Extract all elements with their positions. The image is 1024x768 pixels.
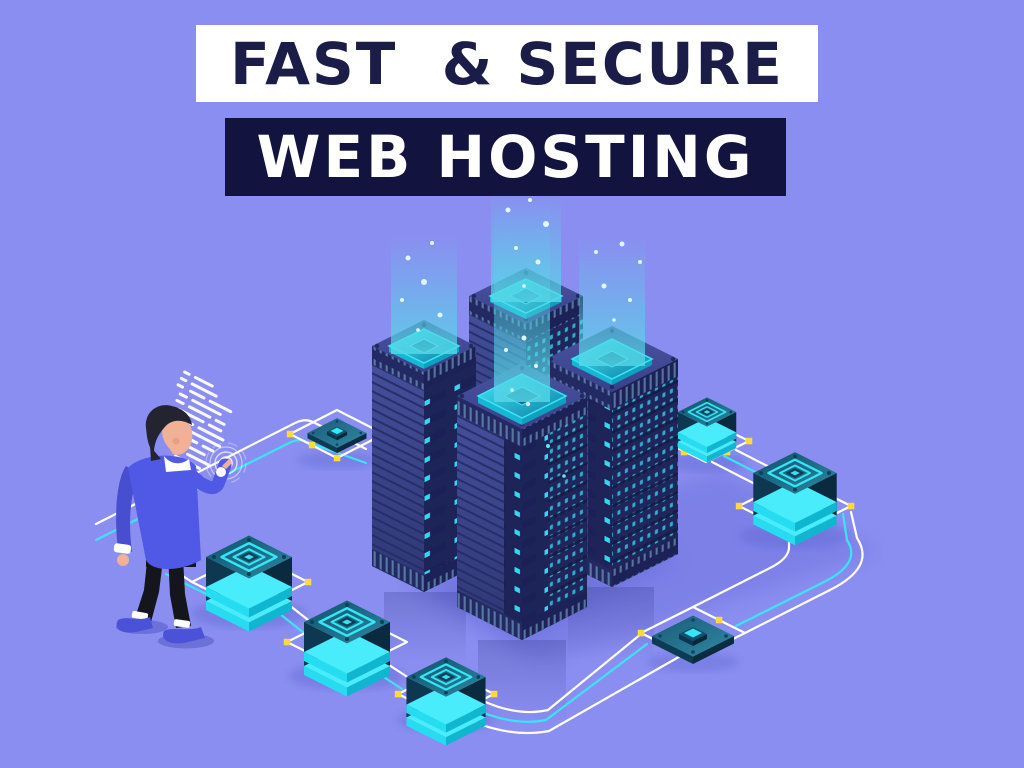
server-tower-right xyxy=(546,236,678,587)
headline-text: FAST & SECURE xyxy=(230,29,784,98)
hair xyxy=(145,405,192,453)
head xyxy=(162,414,193,455)
server-tower-back-left xyxy=(372,236,476,592)
server-tower-front xyxy=(457,202,587,640)
right-hand xyxy=(222,458,232,469)
ear xyxy=(172,437,180,445)
jacket xyxy=(128,455,201,569)
shirt-collar xyxy=(164,456,191,472)
subheadline-banner: WEB HOSTING xyxy=(225,118,786,196)
subheadline-text: WEB HOSTING xyxy=(256,123,755,191)
left-leg xyxy=(135,552,163,622)
beam-particles xyxy=(400,198,642,478)
data-beam xyxy=(391,236,457,354)
right-leg xyxy=(168,554,191,628)
data-beam xyxy=(579,236,645,366)
headline-banner: FAST & SECURE xyxy=(196,25,818,102)
left-shoe xyxy=(116,617,153,633)
left-hand xyxy=(117,554,129,566)
right-shoe xyxy=(163,627,205,644)
data-beam xyxy=(494,202,550,402)
node-platform-3 xyxy=(405,656,487,747)
character-man xyxy=(113,405,232,649)
